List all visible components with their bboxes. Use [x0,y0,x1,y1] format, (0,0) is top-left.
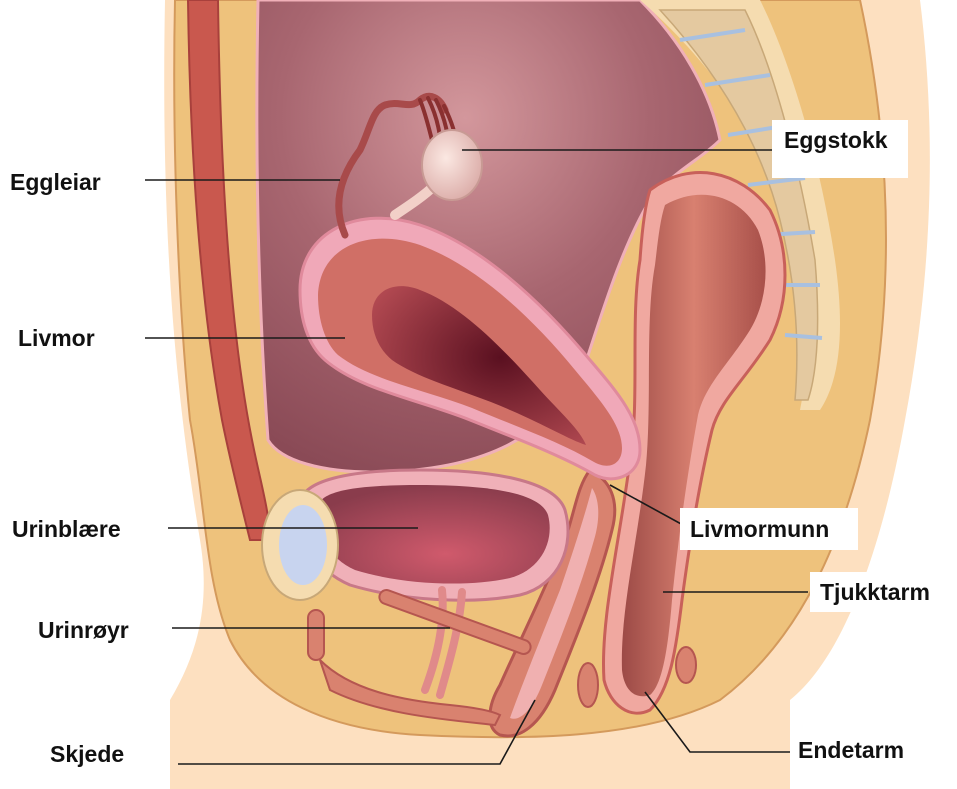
label-livmormunn: Livmormunn [690,516,829,542]
label-livmor: Livmor [18,325,95,351]
label-eggleiar: Eggleiar [10,169,101,195]
pubic-cartilage [279,505,327,585]
label-urinblaere: Urinblære [12,516,121,542]
ovary [422,130,482,200]
bladder-inner [318,485,550,584]
label-endetarm: Endetarm [798,737,904,763]
label-eggstokk: Eggstokk [784,127,888,153]
label-tjukktarm: Tjukktarm [820,579,930,605]
label-skjede: Skjede [50,741,124,767]
label-urinroyr: Urinrøyr [38,617,129,643]
